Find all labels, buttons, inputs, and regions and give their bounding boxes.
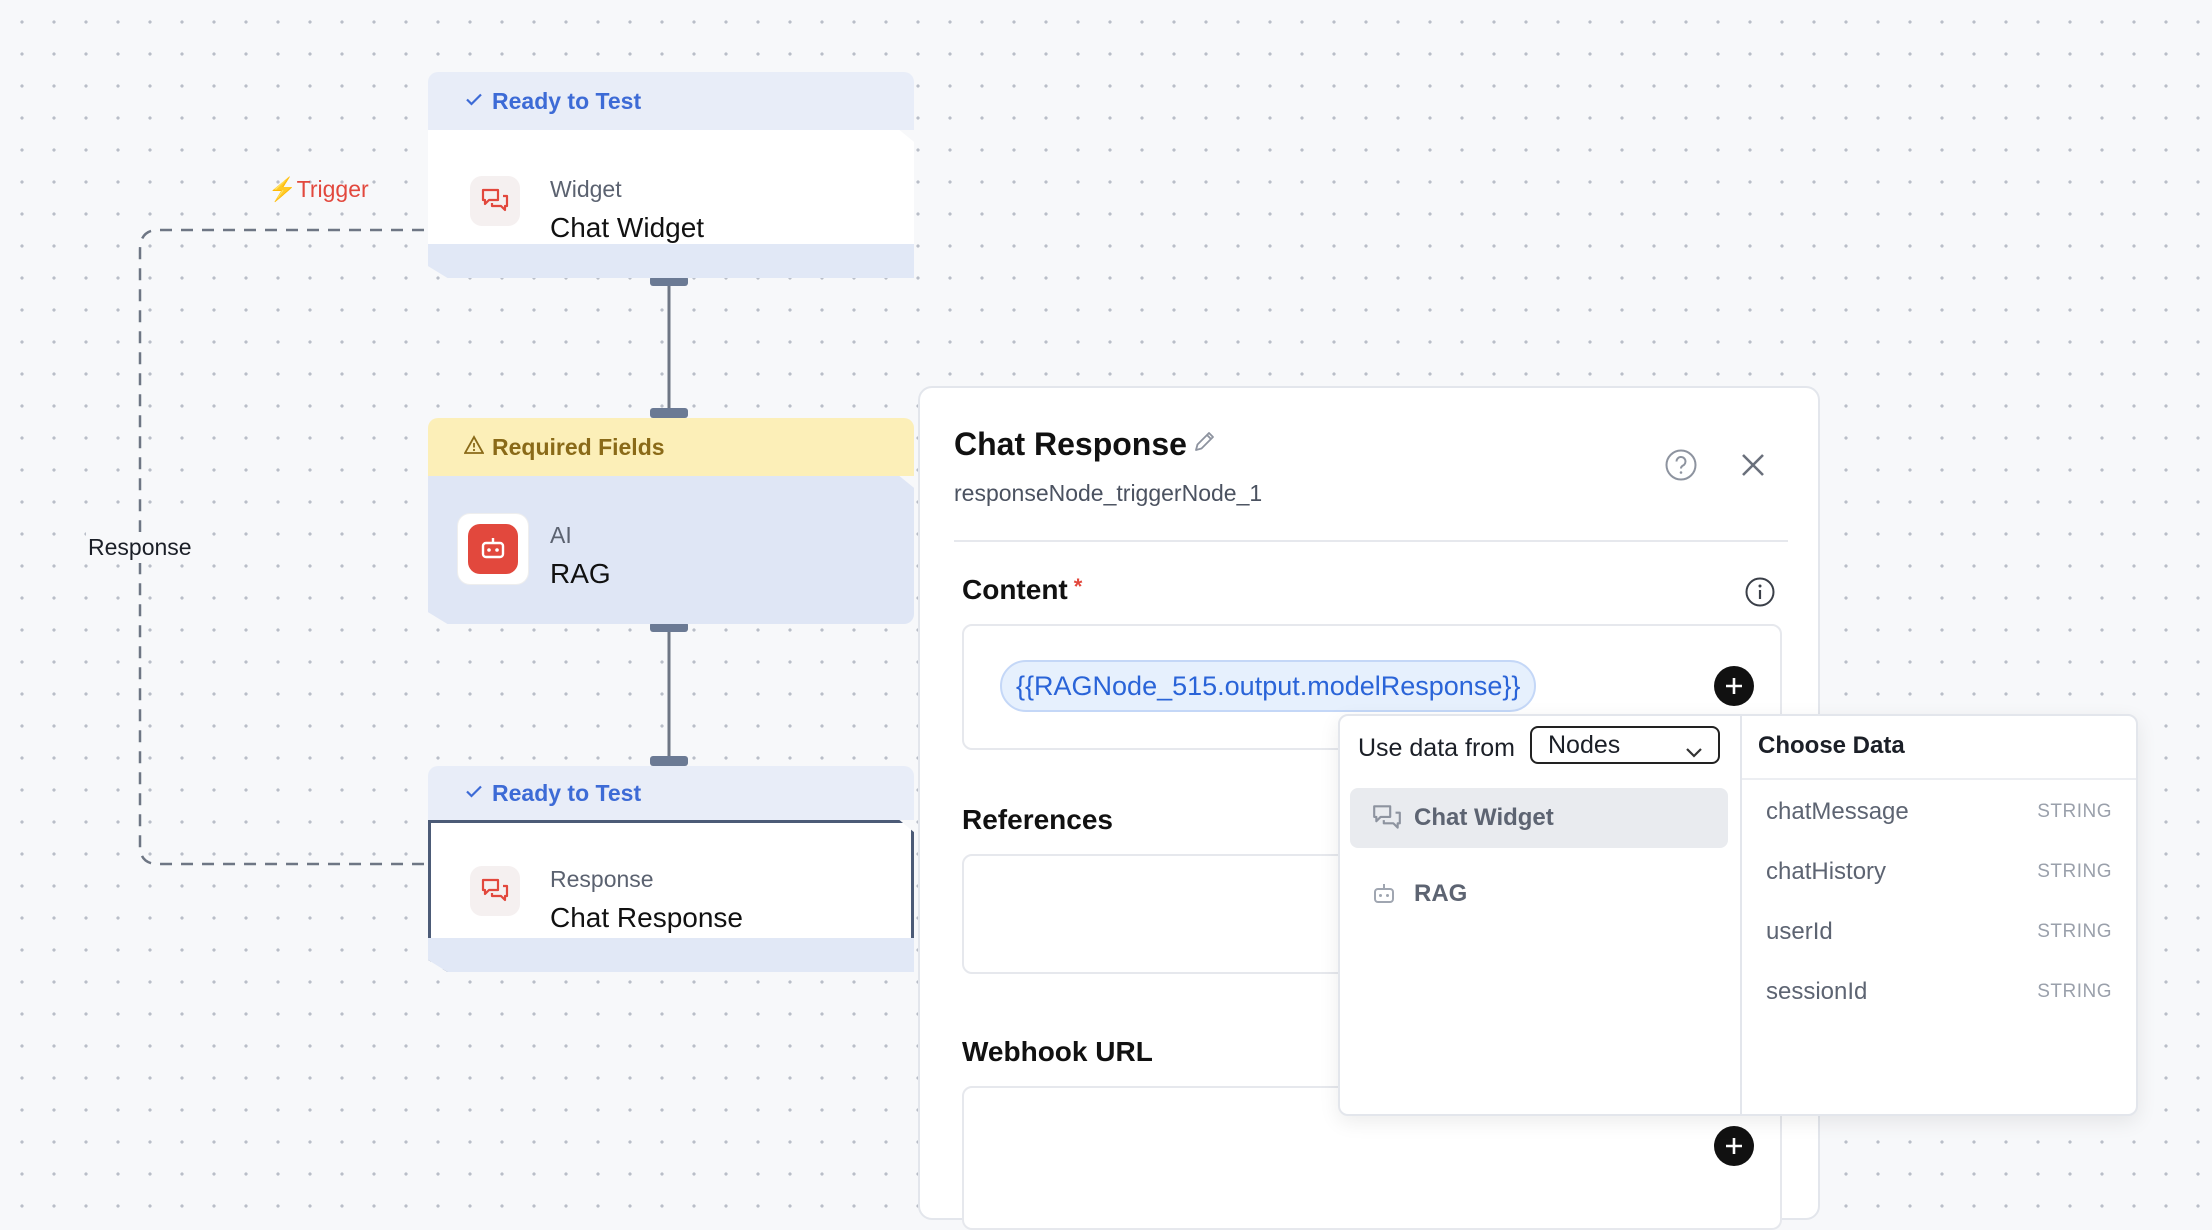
- chat-bubbles-icon: [470, 866, 520, 916]
- node-body: Response Chat Response: [428, 820, 914, 972]
- node-kind: Response: [550, 866, 654, 892]
- source-item-label: Chat Widget: [1414, 804, 1554, 831]
- close-icon[interactable]: [1738, 450, 1768, 485]
- data-source-column: Use data from Nodes Chat Widget RAG: [1340, 716, 1742, 1114]
- status-banner-ready: Ready to Test: [428, 766, 914, 820]
- webhook-url-label: Webhook URL: [962, 1036, 1153, 1067]
- field-name: sessionId: [1766, 978, 1868, 1005]
- field-type: STRING: [2037, 801, 2112, 822]
- data-field-column: Choose Data chatMessage STRING chatHisto…: [1742, 716, 2136, 1114]
- warning-icon: [463, 434, 485, 461]
- source-item-rag[interactable]: RAG: [1350, 864, 1728, 924]
- content-label: Content*: [962, 574, 1083, 605]
- node-handle[interactable]: [650, 756, 688, 766]
- required-asterisk: *: [1073, 574, 1083, 599]
- panel-title: Chat Response: [954, 426, 1187, 462]
- robot-icon: [1370, 880, 1414, 908]
- field-type: STRING: [2037, 861, 2112, 882]
- add-variable-button[interactable]: [1714, 1126, 1754, 1166]
- node-handle[interactable]: [650, 408, 688, 418]
- node-kind: Widget: [550, 176, 622, 202]
- use-data-from-label: Use data from: [1358, 734, 1516, 762]
- choose-data-title: Choose Data: [1758, 732, 1905, 759]
- field-name: chatMessage: [1766, 798, 1909, 825]
- node-title: Chat Response: [550, 902, 744, 933]
- node-rag[interactable]: Required Fields AI RAG: [428, 418, 914, 624]
- node-title: RAG: [550, 558, 611, 589]
- lightning-icon: ⚡: [268, 176, 297, 202]
- plus-icon: [1726, 678, 1742, 694]
- robot-icon: [458, 514, 528, 584]
- node-title: Chat Widget: [550, 212, 705, 243]
- data-field-row[interactable]: sessionId STRING: [1766, 972, 2112, 1012]
- node-handle[interactable]: [650, 622, 688, 632]
- panel-divider: [954, 540, 1788, 542]
- data-field-row[interactable]: userId STRING: [1766, 912, 2112, 952]
- node-kind: AI: [550, 522, 572, 548]
- references-label: References: [962, 804, 1113, 835]
- node-chat-response[interactable]: Ready to Test Response Chat Response: [428, 766, 914, 972]
- check-icon: [464, 780, 484, 807]
- source-type-select[interactable]: Nodes: [1530, 726, 1720, 764]
- field-name: chatHistory: [1766, 858, 1887, 885]
- add-variable-button[interactable]: [1714, 666, 1754, 706]
- field-name: userId: [1766, 918, 1833, 945]
- chat-bubbles-icon: [470, 176, 520, 226]
- choose-data-divider: [1742, 778, 2136, 780]
- trigger-edge-label: ⚡Trigger: [268, 176, 369, 202]
- source-item-label: RAG: [1414, 880, 1468, 907]
- status-banner-required: Required Fields: [428, 418, 914, 476]
- source-item-chat-widget[interactable]: Chat Widget: [1350, 788, 1728, 848]
- help-circle-icon[interactable]: [1664, 448, 1698, 487]
- check-icon: [464, 88, 484, 115]
- plus-icon: [1726, 1138, 1742, 1154]
- panel-node-id: responseNode_triggerNode_1: [954, 480, 1263, 506]
- node-body-band: [428, 244, 914, 278]
- data-picker-popover: Use data from Nodes Chat Widget RAG Choo…: [1338, 714, 2138, 1116]
- node-body: Widget Chat Widget: [428, 130, 914, 278]
- data-field-row[interactable]: chatMessage STRING: [1766, 792, 2112, 832]
- node-chat-widget[interactable]: Ready to Test Widget Chat Widget: [428, 72, 914, 278]
- source-type-value: Nodes: [1548, 730, 1621, 759]
- data-field-row[interactable]: chatHistory STRING: [1766, 852, 2112, 892]
- variable-token[interactable]: {{RAGNode_515.output.modelResponse}}: [1000, 660, 1537, 712]
- field-type: STRING: [2037, 921, 2112, 942]
- response-edge-label: Response: [86, 532, 194, 563]
- status-banner-ready: Ready to Test: [428, 72, 914, 130]
- chevron-down-icon: [1684, 738, 1704, 767]
- node-body-band: [428, 938, 914, 972]
- pencil-icon[interactable]: [1192, 428, 1218, 459]
- node-body: AI RAG: [428, 476, 914, 624]
- node-handle[interactable]: [650, 276, 688, 286]
- info-icon[interactable]: [1744, 576, 1776, 613]
- field-type: STRING: [2037, 981, 2112, 1002]
- chat-bubbles-icon: [1370, 802, 1414, 834]
